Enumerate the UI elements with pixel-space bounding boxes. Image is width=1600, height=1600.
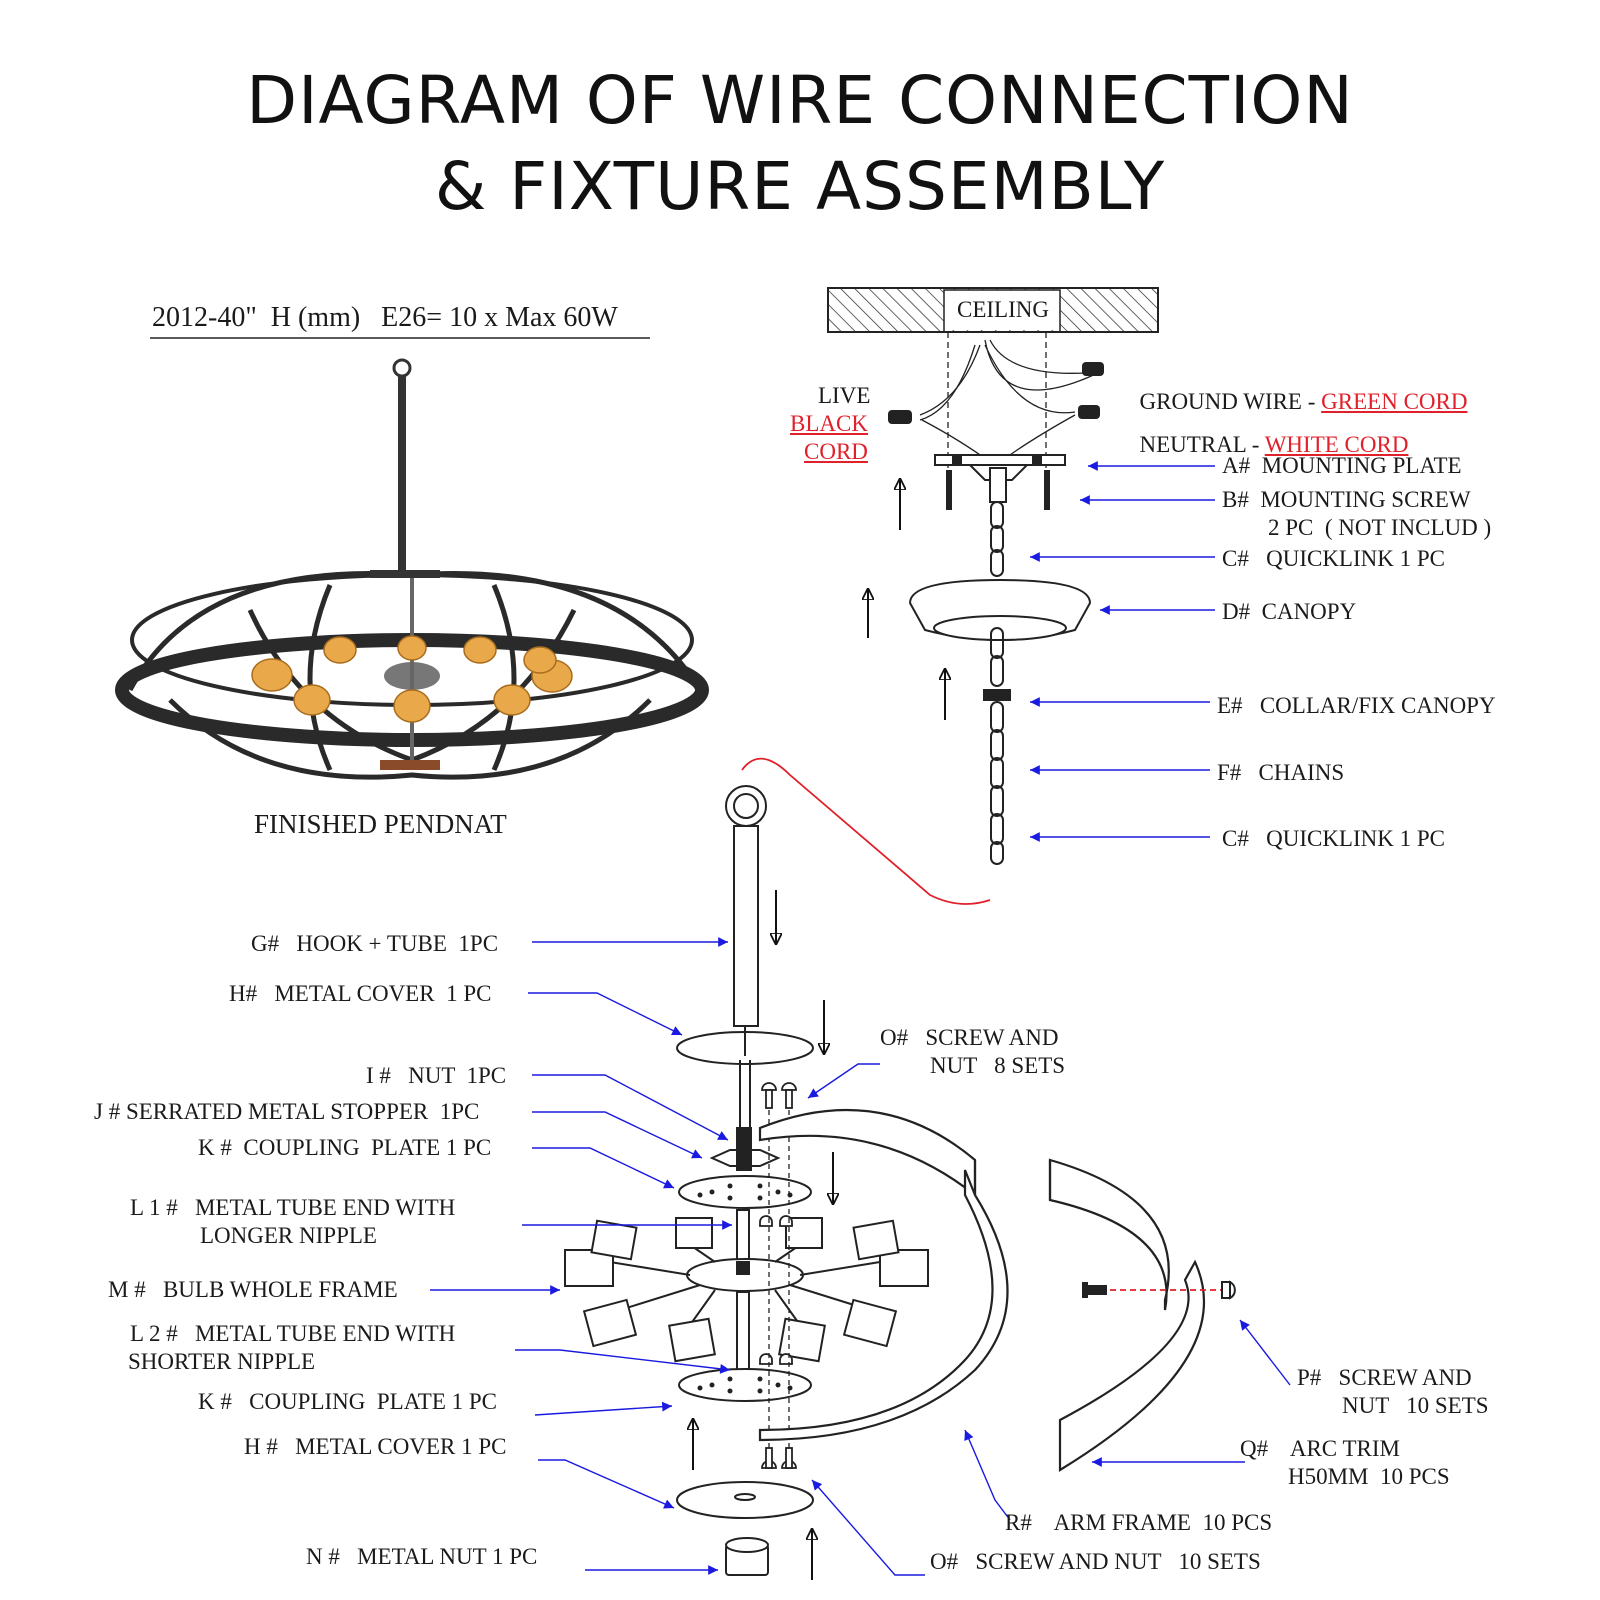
part-o-label: O# SCREW AND (880, 1025, 1059, 1050)
mounting-plate (934, 454, 1066, 510)
part-j-label: J # SERRATED METAL STOPPER 1PC (94, 1099, 480, 1124)
finished-pendant-image (115, 358, 709, 780)
finished-pendant-caption: FINISHED PENDNAT (254, 809, 507, 839)
part-b-label: B# MOUNTING SCREW (1222, 487, 1471, 512)
part-l1-label: L 1 # METAL TUBE END WITH (130, 1195, 456, 1220)
part-b-note: 2 PC ( NOT INCLUD ) (1268, 515, 1492, 540)
side-screw-nut (1082, 1280, 1236, 1300)
canopy (908, 578, 1092, 641)
ceiling-label: CEILING (957, 297, 1049, 322)
part-o2-label: O# SCREW AND NUT 10 SETS (930, 1549, 1261, 1574)
chain-connection-curve (741, 757, 991, 905)
live-label: LIVE (818, 383, 871, 408)
upper-chain (990, 501, 1004, 577)
part-g-label: G# HOOK + TUBE 1PC (251, 931, 499, 956)
part-c2-label: C# QUICKLINK 1 PC (1222, 826, 1445, 851)
part-m-label: M # BULB WHOLE FRAME (108, 1277, 398, 1302)
title-line-1: DIAGRAM OF WIRE CONNECTION (246, 62, 1354, 139)
live-black-cord: BLACK (790, 411, 868, 436)
lower-assembly (564, 785, 929, 1576)
lower-chain (983, 627, 1011, 865)
part-d-label: D# CANOPY (1222, 599, 1357, 624)
live-cord: CORD (804, 439, 868, 464)
part-q-label-2: H50MM 10 PCS (1288, 1464, 1450, 1489)
part-k-label: K # COUPLING PLATE 1 PC (198, 1135, 492, 1160)
arm-frame (758, 1108, 1009, 1442)
part-p-label: P# SCREW AND (1297, 1365, 1472, 1390)
neutral-wire-label: NEUTRAL - WHITE CORD (1139, 432, 1409, 457)
part-p-label-2: NUT 10 SETS (1342, 1393, 1489, 1418)
part-e-label: E# COLLAR/FIX CANOPY (1217, 693, 1496, 718)
title-line-2: & FIXTURE ASSEMBLY (434, 148, 1166, 225)
part-h2-label: H # METAL COVER 1 PC (244, 1434, 507, 1459)
ground-wire-label: GROUND WIRE - GREEN CORD (1139, 389, 1468, 414)
arc-trim (1048, 1158, 1205, 1472)
ceiling-hatch (827, 287, 1159, 333)
part-f-label: F# CHAINS (1217, 760, 1345, 785)
wire-nuts (888, 362, 1104, 424)
part-h-label: H# METAL COVER 1 PC (229, 981, 492, 1006)
leader-arrows (430, 461, 1291, 1576)
part-n-label: N # METAL NUT 1 PC (306, 1544, 538, 1569)
part-k2-label: K # COUPLING PLATE 1 PC (198, 1389, 498, 1414)
part-a-label: A# MOUNTING PLATE (1222, 453, 1462, 478)
part-l1-label-2: LONGER NIPPLE (200, 1223, 377, 1248)
part-c-label: C# QUICKLINK 1 PC (1222, 546, 1445, 571)
part-o-label-2: NUT 8 SETS (930, 1053, 1066, 1078)
product-spec: 2012-40" H (mm) E26= 10 x Max 60W (152, 302, 618, 333)
part-l2-label-2: SHORTER NIPPLE (128, 1349, 316, 1374)
part-r-label: R# ARM FRAME 10 PCS (1005, 1510, 1273, 1535)
part-l2-label: L 2 # METAL TUBE END WITH (130, 1321, 456, 1346)
part-i-label: I # NUT 1PC (366, 1063, 507, 1088)
part-q-label: Q# ARC TRIM (1240, 1436, 1400, 1461)
